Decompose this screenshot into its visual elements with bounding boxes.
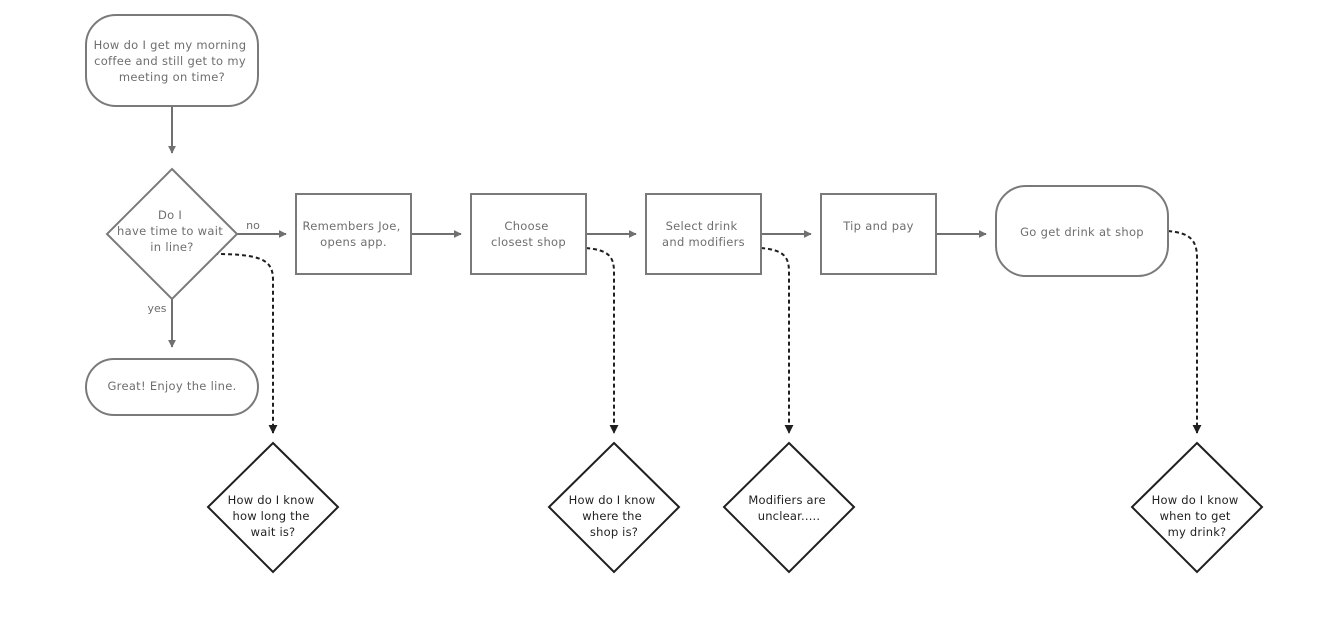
- pain-point-q-wait-line: wait is?: [251, 525, 296, 539]
- node-choose-line: Choose: [504, 219, 548, 233]
- node-decision-line: have time to wait: [117, 224, 223, 238]
- pain-point-q-when: How do I know when to get my drink?: [1130, 441, 1264, 574]
- node-choose: Choose closest shop: [470, 193, 587, 275]
- pain-point-q-modifiers-line: Modifiers are: [748, 493, 825, 507]
- node-start: How do I get my morning coffee and still…: [85, 14, 259, 107]
- node-enjoy-line: Great! Enjoy the line.: [107, 379, 236, 393]
- edge-label-no: no: [246, 219, 260, 232]
- edge-label-yes: yes: [147, 302, 166, 315]
- pain-point-q-modifiers-line: unclear.....: [758, 509, 821, 523]
- svg-text:Go get drink at shop: Go get drink at shop: [1020, 225, 1144, 239]
- pain-point-q-when-line: my drink?: [1168, 525, 1227, 539]
- pain-point-q-wait: How do I know how long the wait is?: [206, 441, 340, 574]
- node-decision-line: in line?: [150, 240, 193, 254]
- pain-point-q-when-line: when to get: [1160, 509, 1231, 523]
- node-start-line: How do I get my morning: [94, 38, 247, 52]
- pain-point-q-where-line: How do I know: [569, 493, 656, 507]
- pain-point-q-where-line: where the: [582, 509, 642, 523]
- svg-text:Modifiers are unclear...: Modifiers are unclear.....: [748, 493, 829, 523]
- edge-choose-to-q-where: [585, 247, 619, 434]
- node-decision: Do I have time to wait in line?: [105, 167, 239, 301]
- node-select: Select drink and modifiers: [645, 193, 762, 275]
- svg-text:How do I get my morning: How do I get my morning coffee and still…: [94, 38, 251, 84]
- node-go-get: Go get drink at shop: [995, 185, 1169, 277]
- node-start-line: meeting on time?: [119, 70, 225, 84]
- edge-select-to-q-modifiers: [760, 247, 794, 434]
- node-tip: Tip and pay: [820, 193, 937, 275]
- svg-text:Remembers Joe, opens app: Remembers Joe, opens app.: [302, 219, 404, 249]
- svg-text:Do I have time to wait: Do I have time to wait in line?: [117, 208, 227, 254]
- node-decision-line: Do I: [158, 208, 182, 222]
- node-enjoy: Great! Enjoy the line.: [85, 358, 259, 416]
- pain-point-q-when-line: How do I know: [1152, 493, 1239, 507]
- pain-point-q-wait-line: how long the: [233, 509, 310, 523]
- node-remembers: Remembers Joe, opens app.: [295, 193, 412, 275]
- svg-text:Choose closest shop: Choose closest shop: [491, 219, 566, 249]
- flow-edges: [168, 107, 987, 348]
- svg-text:Select drink and modifie: Select drink and modifiers: [662, 219, 745, 249]
- node-remembers-line: Remembers Joe,: [302, 219, 400, 233]
- edge-decision-to-q-wait: [213, 253, 278, 434]
- node-choose-line: closest shop: [491, 235, 566, 249]
- pain-point-q-where-line: shop is?: [590, 525, 638, 539]
- pain-point-q-wait-line: How do I know: [228, 493, 315, 507]
- svg-text:Great! Enjoy the line.: Great! Enjoy the line.: [107, 379, 236, 393]
- node-go-get-line: Go get drink at shop: [1020, 225, 1144, 239]
- node-tip-line: Tip and pay: [842, 219, 914, 233]
- edge-go-get-to-q-when: [1167, 230, 1202, 434]
- pain-point-q-where: How do I know where the shop is?: [547, 441, 681, 574]
- node-select-line: Select drink: [666, 219, 738, 233]
- svg-text:How do I know when to ge: How do I know when to get my drink?: [1152, 493, 1243, 539]
- pain-point-q-modifiers: Modifiers are unclear.....: [722, 441, 856, 574]
- node-remembers-line: opens app.: [320, 235, 387, 249]
- svg-text:How do I know where the: How do I know where the shop is?: [569, 493, 660, 539]
- pain-point-edges: [213, 230, 1202, 434]
- svg-text:How do I know how long t: How do I know how long the wait is?: [228, 493, 319, 539]
- svg-text:Tip and pay: Tip and pay: [842, 219, 914, 233]
- node-select-line: and modifiers: [662, 235, 745, 249]
- node-start-line: coffee and still get to my: [94, 54, 246, 68]
